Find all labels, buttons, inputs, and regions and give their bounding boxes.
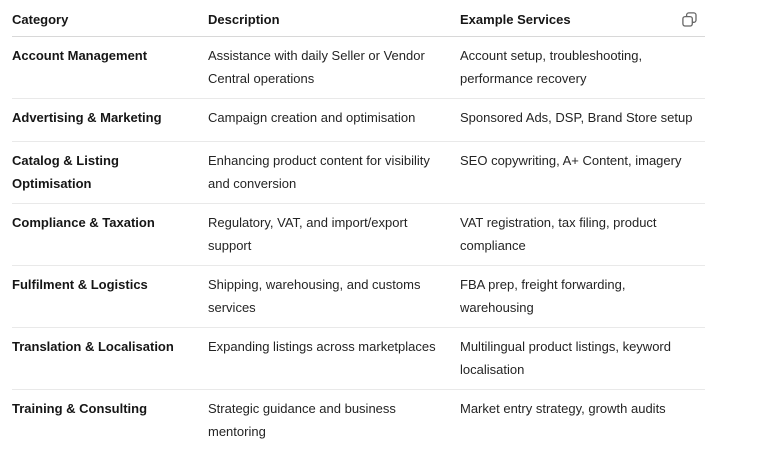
table-row: Account Management Assistance with daily…	[12, 37, 705, 99]
table-row: Translation & Localisation Expanding lis…	[12, 328, 705, 390]
category-cell: Compliance & Taxation	[12, 215, 155, 230]
table-row: Advertising & Marketing Campaign creatio…	[12, 99, 705, 142]
table-row: Training & Consulting Strategic guidance…	[12, 390, 705, 451]
description-cell: Strategic guidance and business mentorin…	[208, 401, 396, 439]
examples-cell: Sponsored Ads, DSP, Brand Store setup	[460, 110, 693, 125]
copy-icon	[681, 11, 697, 27]
description-cell: Campaign creation and optimisation	[208, 110, 416, 125]
examples-cell: Market entry strategy, growth audits	[460, 401, 666, 416]
table-row: Fulfilment & Logistics Shipping, warehou…	[12, 266, 705, 328]
services-table: Category Description Example Services Ac…	[12, 0, 705, 451]
category-cell: Fulfilment & Logistics	[12, 277, 148, 292]
description-cell: Assistance with daily Seller or Vendor C…	[208, 48, 425, 86]
category-cell: Catalog & Listing Optimisation	[12, 153, 119, 191]
examples-cell: SEO copywriting, A+ Content, imagery	[460, 153, 682, 168]
category-cell: Training & Consulting	[12, 401, 148, 416]
table-header-row: Category Description Example Services	[12, 0, 705, 37]
copy-table-button[interactable]	[676, 7, 702, 31]
category-cell: Account Management	[12, 48, 148, 63]
category-cell: Advertising & Marketing	[12, 110, 162, 125]
description-cell: Enhancing product content for visibility…	[208, 153, 430, 191]
column-header-category: Category	[12, 12, 69, 27]
column-header-example-services: Example Services	[460, 12, 571, 27]
table-row: Catalog & Listing Optimisation Enhancing…	[12, 142, 705, 204]
examples-cell: FBA prep, freight forwarding, warehousin…	[460, 277, 626, 315]
description-cell: Shipping, warehousing, and customs servi…	[208, 277, 421, 315]
examples-cell: Multilingual product listings, keyword l…	[460, 339, 671, 377]
category-cell: Translation & Localisation	[12, 339, 174, 354]
table-row: Compliance & Taxation Regulatory, VAT, a…	[12, 204, 705, 266]
description-cell: Regulatory, VAT, and import/export suppo…	[208, 215, 408, 253]
examples-cell: Account setup, troubleshooting, performa…	[460, 48, 643, 86]
examples-cell: VAT registration, tax filing, product co…	[460, 215, 657, 253]
description-cell: Expanding listings across marketplaces	[208, 339, 436, 354]
column-header-description: Description	[208, 12, 280, 27]
